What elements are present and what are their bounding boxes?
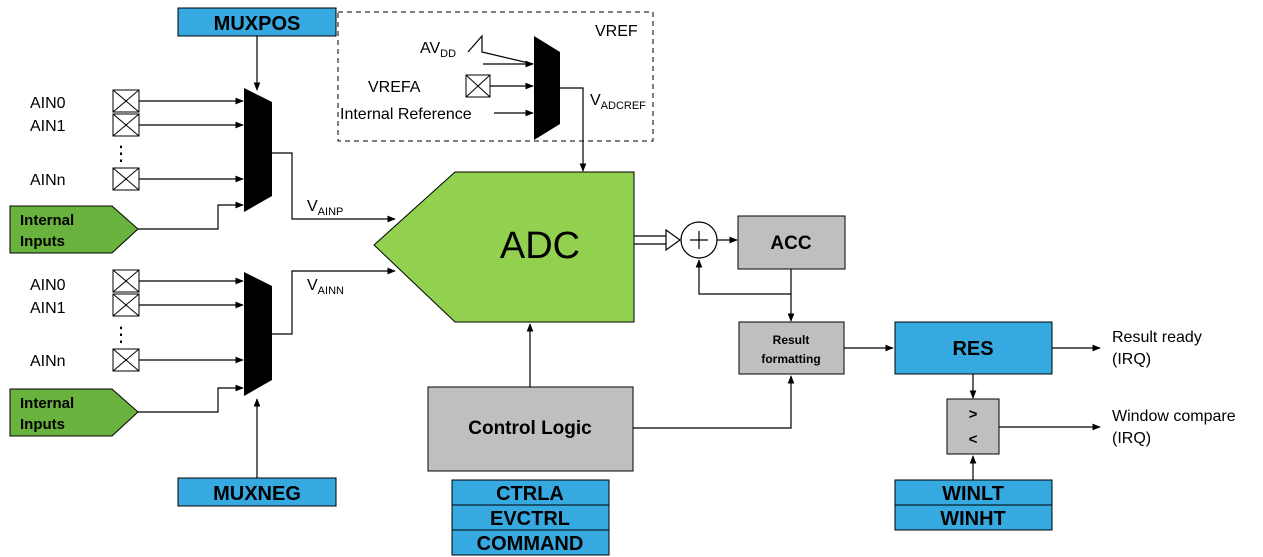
vrefa-pin-icon [465, 74, 491, 98]
control-logic-label: Control Logic [468, 418, 592, 439]
ctrla-register[interactable]: CTRLA [451, 479, 610, 506]
result-formatting-line1: Result [773, 333, 810, 347]
bottom-internal-inputs-line1: Internal [20, 395, 74, 412]
command-label: COMMAND [477, 533, 584, 555]
vref-title: VREF [595, 23, 638, 40]
adc-core: ADC [373, 171, 635, 323]
vainn-label: VAINN [307, 277, 344, 297]
vainp-wire [272, 152, 396, 223]
internal-reference-label: Internal Reference [340, 106, 472, 123]
top-ellipsis: ⋮ [111, 143, 131, 165]
muxneg-label: MUXNEG [213, 483, 301, 505]
top-ain1-pin-icon [112, 113, 140, 137]
winlt-label: WINLT [942, 483, 1004, 505]
vrefa-label: VREFA [368, 79, 421, 96]
control-logic-block: Control Logic [427, 386, 634, 472]
res-label: RES [952, 338, 993, 360]
res-register[interactable]: RES [894, 321, 1053, 375]
bottom-ain0-label: AIN0 [30, 277, 66, 294]
result-formatting-block: Result formatting [738, 321, 845, 375]
adc-output-bus [634, 228, 682, 252]
bottom-ainn-label: AINn [30, 353, 66, 370]
result-ready-label: Result ready [1112, 329, 1202, 346]
muxneg-register[interactable]: MUXNEG [177, 477, 337, 507]
vainn-wire [272, 267, 396, 335]
winht-register[interactable]: WINHT [894, 504, 1053, 531]
bottom-internal-inputs: Internal Inputs [9, 388, 139, 437]
top-ainn-label: AINn [30, 172, 66, 189]
bottom-ain0-pin-icon [112, 269, 140, 293]
evctrl-register[interactable]: EVCTRL [451, 504, 610, 531]
top-ain0-pin-icon [112, 89, 140, 113]
winht-label: WINHT [940, 508, 1006, 530]
top-ain1-label: AIN1 [30, 118, 66, 135]
comparator-gt: > [969, 406, 978, 423]
command-register[interactable]: COMMAND [451, 529, 610, 556]
top-ain0-label: AIN0 [30, 95, 66, 112]
window-compare-label: Window compare [1112, 408, 1236, 425]
avdd-label: AVDD [420, 40, 456, 60]
comparator-lt: < [969, 431, 978, 448]
window-comparator: > < [946, 398, 1000, 455]
negative-input-mux [244, 272, 272, 396]
vref-mux [534, 36, 560, 140]
avdd-symbol [467, 34, 534, 65]
bottom-ain1-pin-icon [112, 293, 140, 317]
acc-feedback-wire [695, 259, 792, 295]
vref-block: VREF AVDD VREFA Internal Reference VADCR… [337, 11, 654, 172]
adc-label: ADC [500, 225, 580, 267]
top-ainn-pin-icon [112, 167, 140, 191]
bottom-ellipsis: ⋮ [111, 324, 131, 346]
top-internal-inputs-line1: Internal [20, 212, 74, 229]
muxpos-register[interactable]: MUXPOS [177, 7, 337, 37]
bottom-internal-inputs-line2: Inputs [20, 416, 65, 433]
bottom-ain1-label: AIN1 [30, 300, 66, 317]
bottom-ainn-pin-icon [112, 348, 140, 372]
vadcref-wire [560, 87, 587, 172]
vadcref-label: VADCREF [590, 92, 646, 112]
evctrl-label: EVCTRL [490, 508, 570, 530]
acc-label: ACC [770, 233, 811, 254]
vainp-label: VAINP [307, 198, 343, 218]
top-internal-inputs-line2: Inputs [20, 233, 65, 250]
acc-block: ACC [737, 215, 846, 270]
winlt-register[interactable]: WINLT [894, 479, 1053, 506]
positive-input-mux [244, 88, 272, 212]
adder-icon [680, 221, 718, 259]
window-irq-label: (IRQ) [1112, 430, 1151, 447]
muxpos-label: MUXPOS [214, 13, 301, 35]
result-irq-label: (IRQ) [1112, 351, 1151, 368]
ctrla-label: CTRLA [496, 483, 564, 505]
result-formatting-line2: formatting [761, 352, 820, 366]
top-internal-inputs: Internal Inputs [9, 205, 139, 254]
